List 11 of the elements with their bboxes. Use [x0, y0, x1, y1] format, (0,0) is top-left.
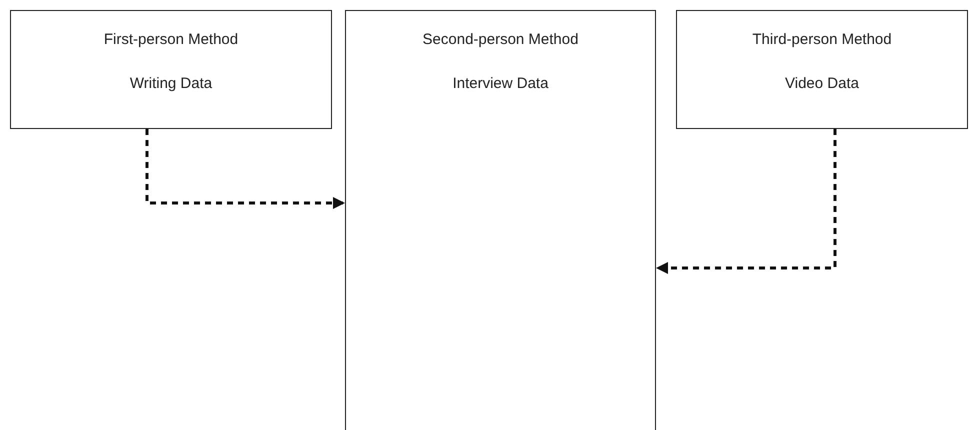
method-title: Second-person Method	[422, 31, 580, 48]
dashed-arrow	[656, 129, 836, 274]
data-label: Interview Data	[452, 75, 550, 92]
method-box	[10, 10, 332, 129]
method-title: First-person Method	[102, 31, 240, 48]
method-title: Third-person Method	[751, 31, 893, 48]
data-label: Writing Data	[128, 75, 214, 92]
data-label: Video Data	[784, 75, 860, 92]
method-box	[676, 10, 968, 129]
method-box	[345, 10, 656, 430]
dashed-arrow	[146, 129, 345, 209]
